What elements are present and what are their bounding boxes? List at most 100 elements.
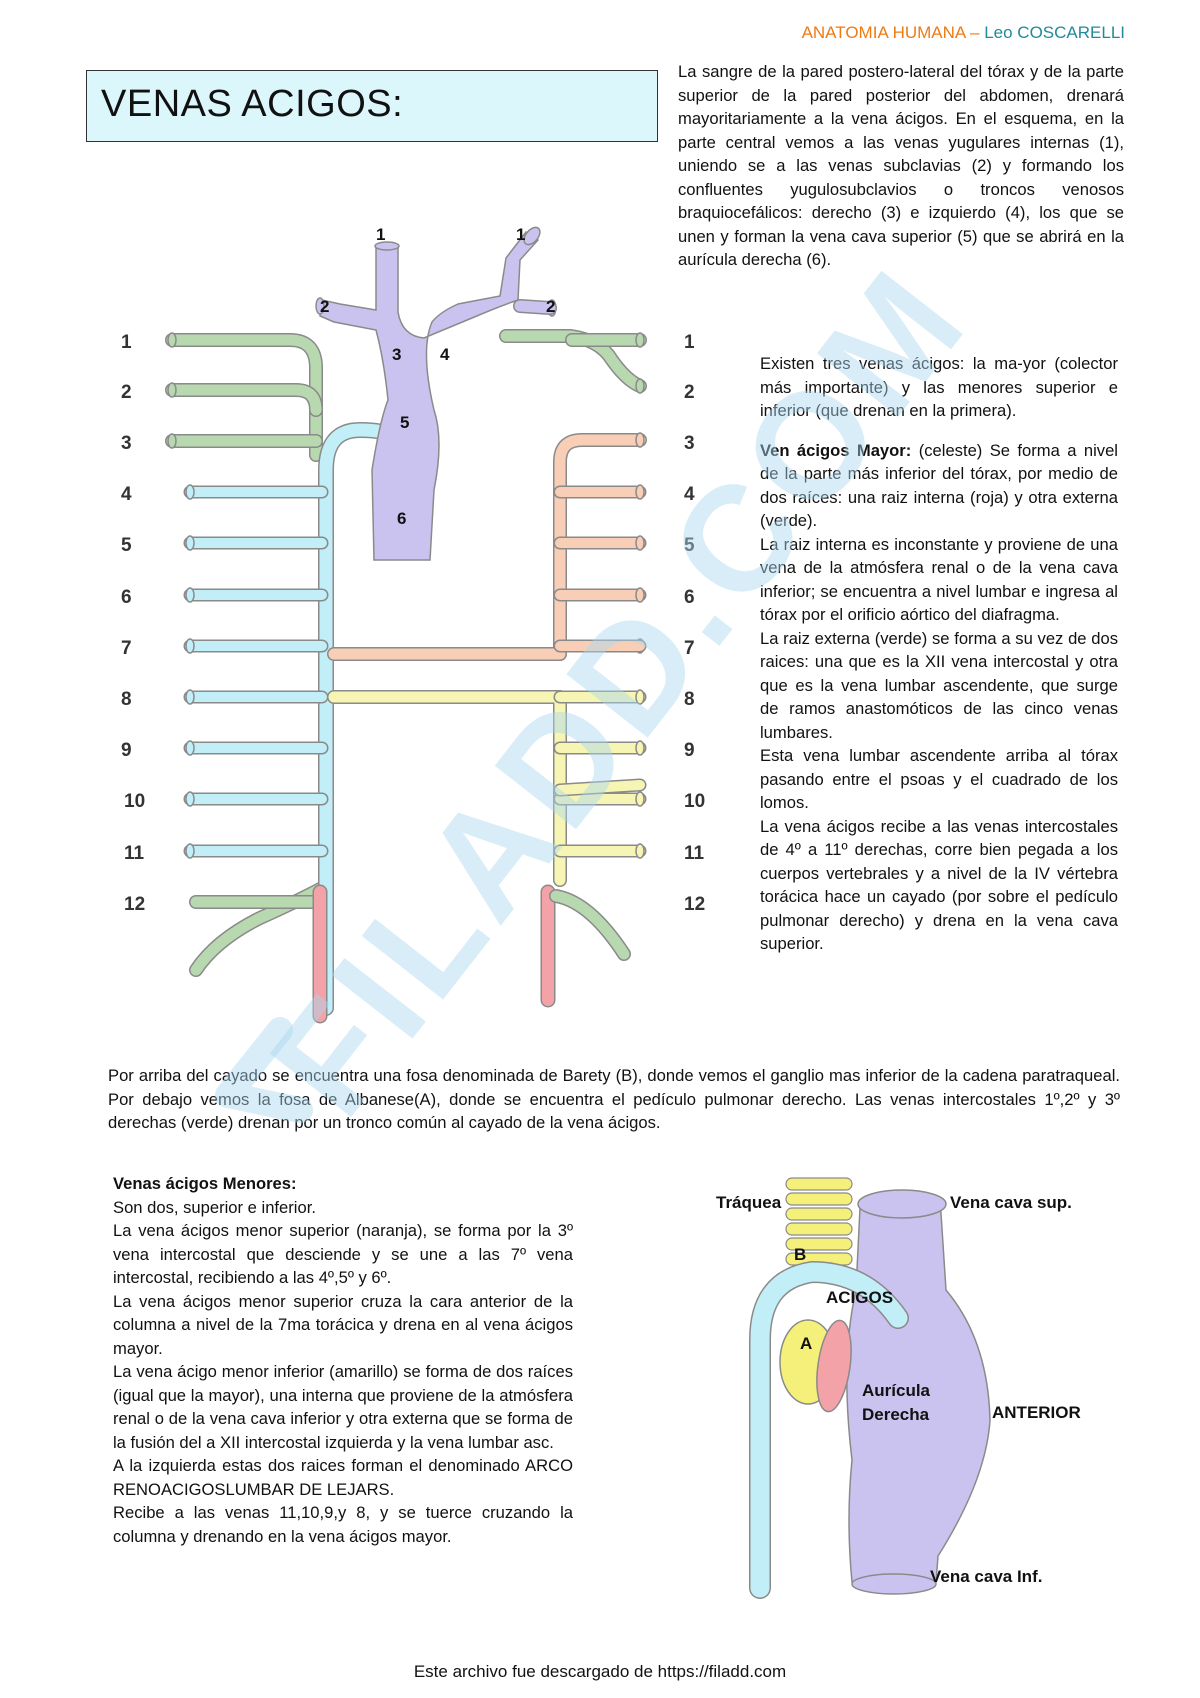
vein-end [635, 843, 645, 859]
label-traquea: Tráquea [716, 1193, 782, 1212]
diagram-veins [165, 226, 647, 1024]
header-author: Leo COSCARELLI [984, 23, 1125, 42]
vena-cava-bottom [851, 1573, 937, 1595]
tres-venas-text: Existen tres venas ácigos: la ma-yor (co… [760, 354, 1118, 420]
left-number: 8 [121, 689, 132, 710]
right-number: 12 [684, 894, 705, 915]
vein-end [185, 484, 195, 500]
left-number: 4 [121, 484, 132, 505]
left-number: 10 [124, 791, 145, 812]
vein-end [635, 332, 645, 348]
right-number: 9 [684, 740, 695, 761]
vein-end [635, 689, 645, 705]
vein-end [185, 740, 195, 756]
diagram-number-label: 4 [440, 345, 450, 364]
diagram-number-label: 6 [397, 509, 406, 528]
header-subject: ANATOMIA HUMANA – [801, 23, 985, 42]
trachea-ring [785, 1177, 853, 1191]
right-number: 8 [684, 689, 695, 710]
page-header: ANATOMIA HUMANA – Leo COSCARELLI [802, 23, 1125, 43]
right-number: 3 [684, 433, 695, 454]
label-derecha: Derecha [862, 1405, 930, 1424]
pulmonary-pedicle [816, 1319, 852, 1413]
vein-end [185, 638, 195, 654]
vein-end [635, 791, 645, 807]
vein-end [374, 241, 400, 251]
acigos-arch [750, 1262, 908, 1598]
fig2-labels: Tráquea Vena cava sup. B ACIGOS A Aurícu… [716, 1193, 1081, 1586]
diagram-number-label: 3 [392, 345, 401, 364]
acigos-menor-superior [554, 434, 646, 660]
vein-end [523, 226, 541, 246]
label-anterior: ANTERIOR [992, 1403, 1081, 1422]
mayor-paragraph: Esta vena lumbar ascendente arriba al tó… [760, 746, 1118, 812]
left-number: 6 [121, 587, 132, 608]
vein-end [167, 332, 177, 348]
vein-end [185, 843, 195, 859]
left-number: 9 [121, 740, 132, 761]
title-box: VENAS ACIGOS: [86, 70, 658, 142]
left-intercostal-2 [166, 384, 322, 416]
diagram-number-label: 2 [320, 297, 329, 316]
intro-text: La sangre de la pared postero-lateral de… [678, 62, 1124, 269]
page-title: VENAS ACIGOS: [101, 83, 404, 125]
left-number: 2 [121, 382, 132, 403]
right-number: 10 [684, 791, 705, 812]
label-acigos: ACIGOS [826, 1288, 893, 1307]
left-number: 7 [121, 638, 132, 659]
right-number: 7 [684, 638, 695, 659]
menores-paragraph: Son dos, superior e inferior. [113, 1197, 316, 1217]
left-number: 5 [121, 535, 132, 556]
right-number: 4 [684, 484, 695, 505]
mayor-paragraph: La vena ácigos recibe a las venas interc… [760, 816, 1118, 954]
menores-paragraph: La vena ácigo menor inferior (amarillo) … [113, 1362, 573, 1452]
barety-paragraph: Por arriba del cayado se encuentra una f… [108, 1064, 1120, 1135]
left-number: 11 [124, 843, 145, 864]
right-intercostal-12 [550, 890, 630, 960]
label-vena-cava-sup: Vena cava sup. [950, 1193, 1072, 1212]
menores-paragraph: La vena ácigos menor superior (naranja),… [113, 1221, 573, 1287]
right-intercostal-yellow-b [555, 780, 645, 795]
menores-heading: Venas ácigos Menores: [113, 1174, 297, 1193]
diagram-number-label: 1 [516, 225, 525, 244]
trachea-ring [785, 1207, 853, 1221]
menores-section: Venas ácigos Menores: Son dos, superior … [113, 1172, 573, 1548]
vena-cava-top [857, 1189, 947, 1219]
right-number: 2 [684, 382, 695, 403]
menores-paragraph: La vena ácigos menor superior cruza la c… [113, 1291, 573, 1358]
vein-end [315, 297, 325, 315]
left-number: 12 [124, 894, 145, 915]
fig2-shapes [749, 1177, 991, 1599]
mayor-paragraph: La raiz externa (verde) se forma a su ve… [760, 628, 1118, 742]
trachea-ring [785, 1222, 853, 1236]
vein-end [185, 587, 195, 603]
vein-end [635, 740, 645, 756]
vein-end [635, 432, 645, 448]
vein-end [185, 535, 195, 551]
page-footer: Este archivo fue descargado de https://f… [413, 1662, 787, 1681]
mayor-heading: Ven ácigos Mayor: [760, 440, 912, 460]
diagram-number-label: 5 [400, 413, 409, 432]
mayor-intro-paragraph: Ven ácigos Mayor: (celeste) Se forma a n… [760, 439, 1118, 533]
left-number: 3 [121, 433, 132, 454]
diagram-number-label: 2 [546, 297, 555, 316]
menores-paragraph: A la izquierda estas dos raices forman e… [113, 1456, 573, 1499]
left-number: 1 [121, 332, 132, 353]
mayor-intro: (celeste) Se forma a nivel de la parte m… [760, 440, 1118, 531]
vein-end [635, 587, 645, 603]
diagram-number-label: 1 [376, 225, 385, 244]
right-number: 5 [684, 535, 695, 556]
intro-paragraph: La sangre de la pared postero-lateral de… [678, 60, 1124, 272]
right-number: 6 [684, 587, 695, 608]
vein-end [167, 433, 177, 449]
right-number: 11 [684, 843, 705, 864]
mayor-section: Existen tres venas ácigos: la ma-yor (co… [760, 352, 1118, 956]
label-vena-cava-inf: Vena cava Inf. [930, 1567, 1042, 1586]
label-a: A [800, 1334, 812, 1353]
subclavia-izq [514, 300, 556, 314]
vein-end [635, 535, 645, 551]
mayor-paragraph: La raiz interna es inconstante y provien… [760, 534, 1118, 625]
trachea-ring [785, 1237, 853, 1251]
